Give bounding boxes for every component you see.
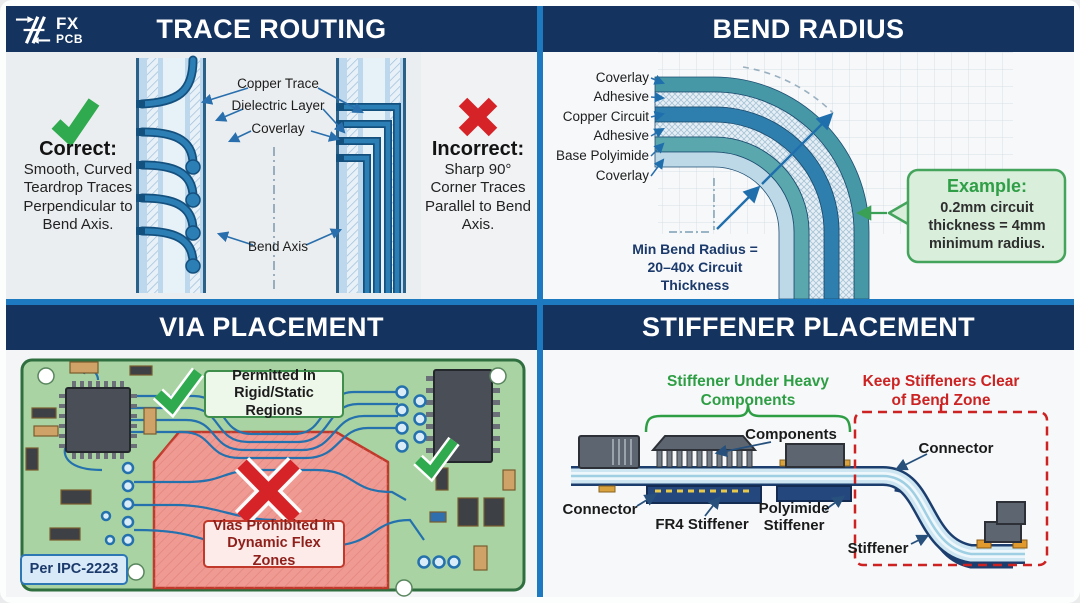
bend-radius-title: BEND RADIUS xyxy=(712,13,905,44)
trace-routing-title: TRACE ROUTING xyxy=(156,13,387,44)
connector-right-label: Connector xyxy=(918,440,994,457)
radius-arrow xyxy=(716,112,834,230)
fr4-stiffener-assembly xyxy=(646,435,762,504)
bend-radius-body: Coverlay Adhesive Copper Circuit Adhesiv… xyxy=(543,52,1074,299)
correct-flex-strip xyxy=(136,55,206,293)
connector-left-label: Connector xyxy=(562,501,638,518)
bend-axis-label: Bend Axis xyxy=(247,239,309,254)
components-label: Components xyxy=(745,426,837,443)
radius-sweep-arc xyxy=(742,66,834,114)
green-zone-label: Stiffener Under Heavy Components xyxy=(667,373,829,410)
trace-routing-diagram xyxy=(6,52,537,299)
quadrant-via-placement: VIA PLACEMENT xyxy=(6,305,537,597)
check-icon xyxy=(51,98,100,147)
quadrant-stiffener-placement: STIFFENER PLACEMENT xyxy=(543,305,1074,597)
callout-arrows xyxy=(200,87,364,246)
incorrect-flex-strip xyxy=(336,58,406,293)
logo-text-bottom: PCB xyxy=(56,32,84,46)
flex-layer-stack xyxy=(654,76,870,299)
right-connector xyxy=(976,501,1028,549)
stiffener-callout-arrows xyxy=(636,441,930,547)
stiffener-placement-header: STIFFENER PLACEMENT xyxy=(543,305,1074,350)
via-placement-header: VIA PLACEMENT xyxy=(6,305,537,350)
quadrant-bend-radius: BEND RADIUS xyxy=(543,6,1074,299)
ipc-standard-badge: Per IPC-2223 xyxy=(20,554,128,585)
stiffener-placement-title: STIFFENER PLACEMENT xyxy=(641,312,976,342)
red-zone-label: Keep Stiffeners Clear of Bend Zone xyxy=(862,373,1020,410)
min-bend-radius-note: Min Bend Radius = 20–40x Circuit Thickne… xyxy=(615,240,775,295)
quadrant-trace-routing: TRACE ROUTING FX PCB xyxy=(6,6,537,299)
prohibited-callout: Vias Prohibited in Dynamic Flex Zones xyxy=(203,518,345,569)
example-heading: Example: xyxy=(946,176,1028,196)
fr4-stiffener-label: FR4 Stiffener xyxy=(655,516,749,533)
via-placement-body: Permitted in Rigid/Static Regions Vias P… xyxy=(6,350,537,597)
min-bend-radius-line1: Min Bend Radius = xyxy=(632,241,758,257)
min-bend-radius-line2: 20–40x Circuit Thickness xyxy=(647,259,743,294)
logo-text-top: FX xyxy=(56,14,79,33)
layer-label-copper-circuit: Copper Circuit xyxy=(562,109,649,124)
mounting-holes xyxy=(37,367,507,597)
correct-body: Smooth, Curved Teardrop Traces Perpendic… xyxy=(23,161,133,233)
layer-label-adhesive-top: Adhesive xyxy=(593,89,649,104)
layer-label-coverlay-top: Coverlay xyxy=(595,70,649,85)
dielectric-layer-label: Dielectric Layer xyxy=(231,98,325,113)
polyimide-stiffener-label: Polyimide Stiffener xyxy=(758,500,830,535)
check-icon-right xyxy=(413,436,460,483)
check-icon-left xyxy=(152,367,205,419)
flex-circuit-logo-icon xyxy=(15,16,51,44)
incorrect-heading: Incorrect: xyxy=(431,138,525,160)
bend-zone-outline xyxy=(853,404,1049,567)
layer-label-coverlay-bottom: Coverlay xyxy=(595,168,649,183)
prohibited-cross-icon xyxy=(234,456,303,526)
bend-radius-header: BEND RADIUS xyxy=(543,6,1074,52)
cross-icon xyxy=(458,97,498,137)
stiffener-diagram xyxy=(543,350,1074,597)
center-lines xyxy=(669,178,715,233)
incorrect-body: Sharp 90° Corner Traces Parallel to Bend… xyxy=(425,161,531,233)
green-brace xyxy=(644,403,852,433)
trace-routing-body: Correct: Smooth, Curved Teardrop Traces … xyxy=(6,52,537,299)
horizontal-divider xyxy=(6,299,1074,305)
copper-trace-label: Copper Trace xyxy=(237,76,319,91)
fxpcb-logo: FX PCB xyxy=(8,7,122,53)
stiffener-label: Stiffener xyxy=(847,540,909,557)
stiffener-placement-body: Stiffener Under Heavy Components Keep St… xyxy=(543,350,1074,597)
vias xyxy=(100,385,461,569)
logo-text: FX PCB xyxy=(56,15,83,45)
flex-circuit xyxy=(571,466,1025,569)
example-callout-shape xyxy=(855,168,1067,264)
coverlay-label: Coverlay xyxy=(251,121,305,136)
layer-label-base-polyimide: Base Polyimide xyxy=(555,148,649,163)
example-body: 0.2mm circuit thickness = 4mm minimum ra… xyxy=(928,200,1046,253)
via-placement-title: VIA PLACEMENT xyxy=(159,312,384,342)
components xyxy=(25,361,516,571)
layer-arrows xyxy=(650,74,666,177)
bend-radius-diagram xyxy=(543,52,1074,299)
left-connector xyxy=(578,435,640,493)
correct-heading: Correct: xyxy=(39,138,117,160)
permitted-callout: Permitted in Rigid/Static Regions xyxy=(204,368,344,419)
layer-label-adhesive-bottom: Adhesive xyxy=(593,128,649,143)
